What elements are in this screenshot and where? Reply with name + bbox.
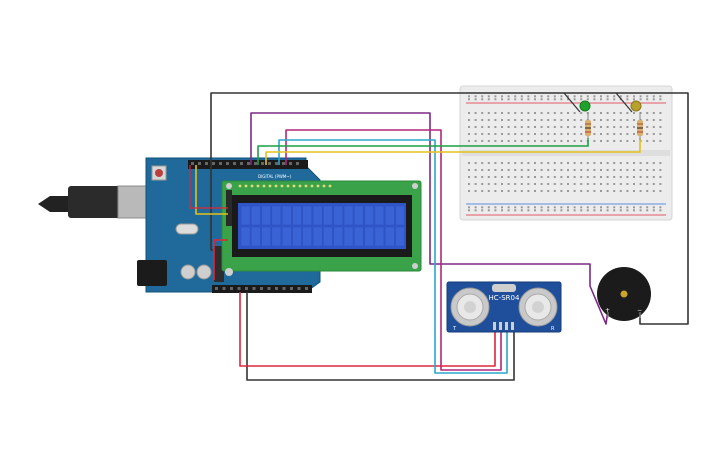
- wire-black-sensor-gnd: [246, 292, 515, 381]
- breadboard-holes: [468, 95, 662, 212]
- wire-red-vcc: [189, 165, 228, 209]
- sensor-model-label: HC-SR04: [489, 294, 520, 302]
- led-green[interactable]: [563, 92, 591, 140]
- wire-purple-buzzer: [250, 112, 609, 325]
- usb-cable-plug: [68, 186, 124, 218]
- wire-magenta-trig: [285, 129, 502, 371]
- reset-button[interactable]: [155, 169, 163, 177]
- sensor-crystal: [492, 284, 516, 292]
- ultrasonic-sensor[interactable]: HC-SR04 T R: [446, 281, 562, 333]
- buzzer-minus-label: −: [637, 307, 642, 314]
- piezo-buzzer[interactable]: + −: [597, 267, 651, 321]
- lcd-display[interactable]: [221, 180, 422, 276]
- wire-green-led: [257, 138, 589, 165]
- wire-cyan-echo: [278, 139, 508, 374]
- digital-label: DIGITAL (PWM~): [258, 174, 292, 179]
- wire-yellow-led: [265, 138, 641, 165]
- buzzer-plus-label: +: [605, 307, 610, 314]
- led-yellow[interactable]: [615, 92, 643, 140]
- wire-red-5v: [239, 292, 496, 367]
- sensor-t-label: T: [452, 326, 457, 332]
- microcontroller-chip: [214, 246, 224, 282]
- wire-yellow-sda: [195, 165, 228, 215]
- wires: [189, 92, 689, 381]
- breadboard[interactable]: [459, 85, 673, 221]
- wire-red-lcd: [213, 239, 228, 280]
- sensor-r-label: R: [551, 326, 555, 332]
- wire-black-gnd: [210, 92, 689, 325]
- power-jack: [137, 260, 167, 286]
